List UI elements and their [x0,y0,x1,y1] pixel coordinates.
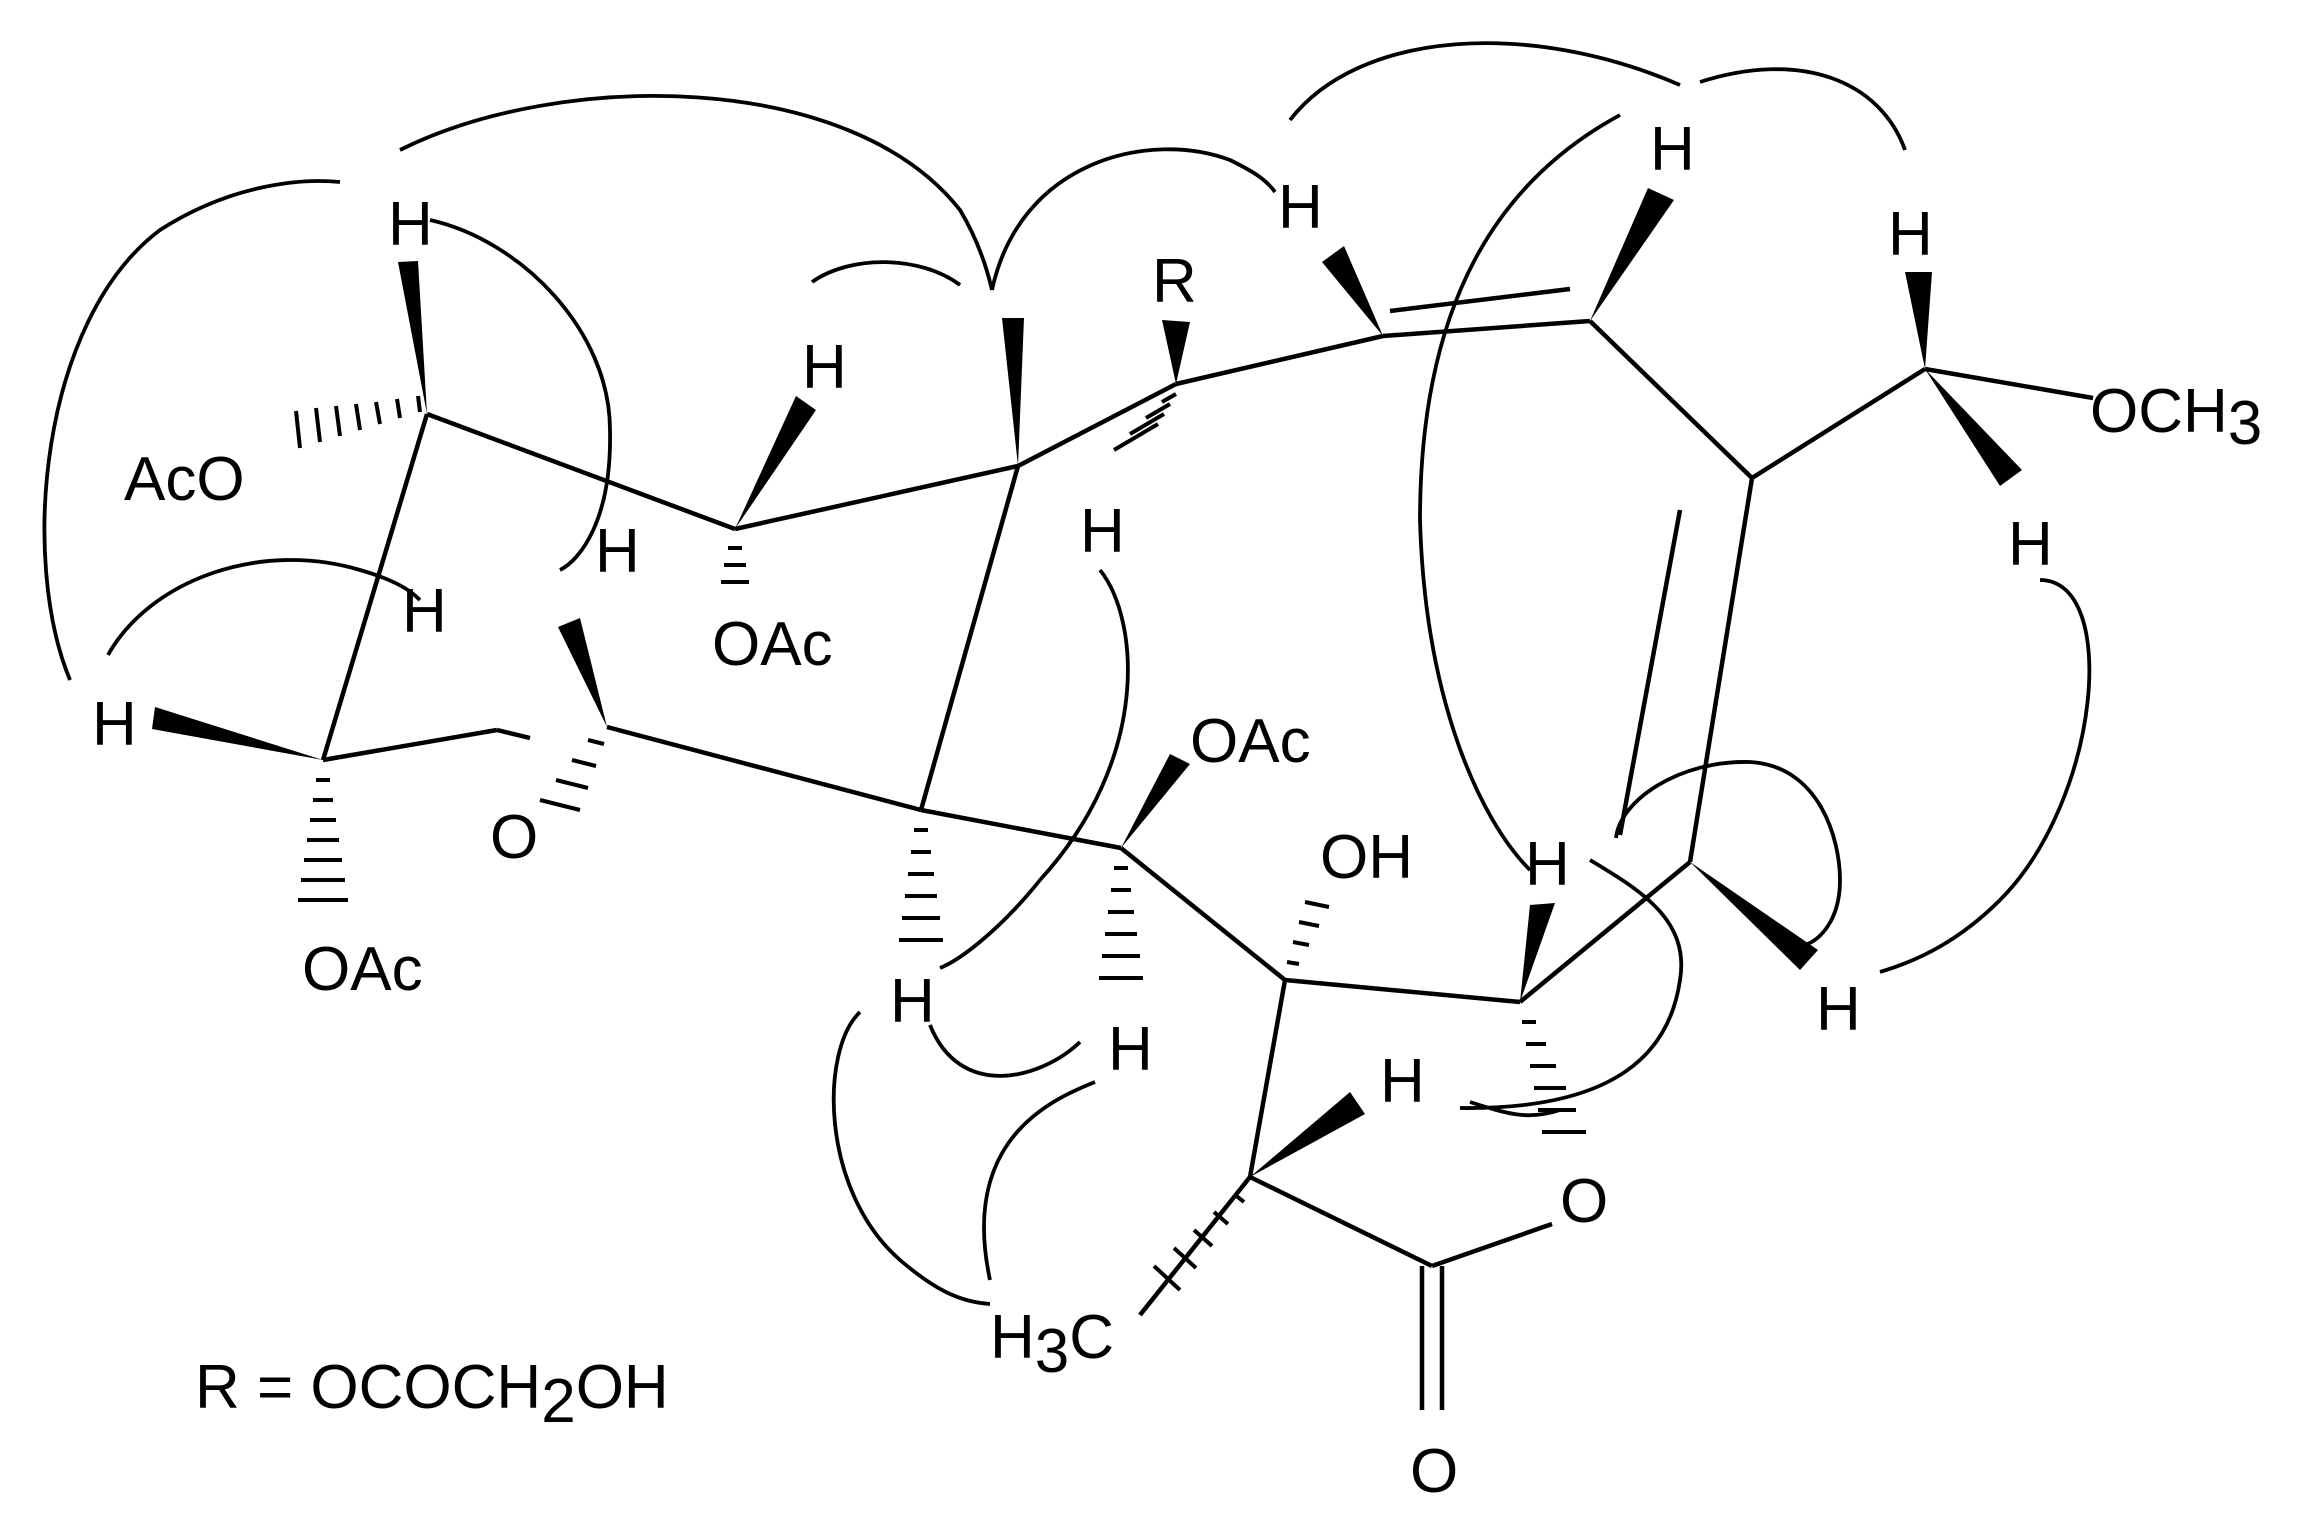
label-aco-left: AcO [124,445,245,514]
label-oac-center: OAc [1190,707,1311,776]
label-h-far-left: H [92,690,137,759]
label-h-olefin-right: H [1650,115,1695,184]
label-r-top: R [1152,247,1197,316]
label-h3c: H3C [990,1303,1114,1386]
label-o-epoxide: O [490,803,538,872]
label-och3: OCH3 [2090,377,2262,458]
label-h-ring-mid: H [802,333,847,402]
label-h-vinyl: H [1816,975,1861,1044]
noesy-arcs [42,41,2092,1306]
atom-labels: H AcO H H H O OAc H OAc R H H H H OCH3 H… [92,115,2262,1506]
label-h-lower-left: H [890,967,935,1036]
label-h-epoxide-left: H [402,577,447,646]
label-h-below-r: H [1080,497,1125,566]
label-oh-center: OH [1320,823,1413,892]
label-h-olefin-left: H [1278,173,1323,242]
label-o-carbonyl: O [1410,1437,1458,1506]
bond-lines [320,286,2094,1410]
label-h-below-oac: H [1108,1015,1153,1084]
label-h-methylene-top: H [1888,200,1933,269]
label-oac-lower-left: OAc [302,935,423,1004]
label-h-epoxide-upper: H [595,517,640,586]
label-h-top-left: H [388,190,433,259]
label-o-lactone: O [1560,1167,1608,1236]
label-h-methine: H [1380,1047,1425,1116]
label-h-methylene-bottom: H [2008,510,2053,579]
hashed-bonds [294,392,1586,1292]
label-h-lactone: H [1525,830,1570,899]
r-group-definition: R = OCOCH2OH [195,1353,669,1436]
wedge-bonds [152,188,2022,1177]
label-oac-ring-mid: OAc [712,610,833,679]
